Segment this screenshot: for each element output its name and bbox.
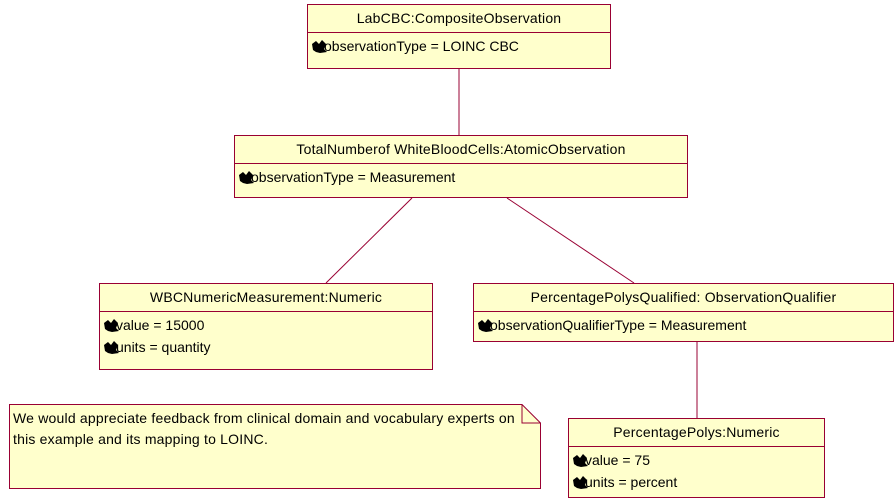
attribute-icon [478,319,493,332]
object-title: LabCBC:CompositeObservation [308,5,610,33]
attribute-icon [312,40,327,53]
attribute-row: value = 75 [571,449,824,471]
link-totalwbc-pctpolysqualified [506,197,635,284]
object-title: WBCNumericMeasurement:Numeric [100,284,432,312]
object-labcbc[interactable]: LabCBC:CompositeObservation observationT… [307,4,611,69]
attribute-icon [104,319,119,332]
object-pct-polys-qualified[interactable]: PercentagePolysQualified: ObservationQua… [473,283,894,342]
attribute-text: units = percent [585,474,678,490]
attribute-row: observationType = LOINC CBC [310,35,610,57]
note[interactable]: We would appreciate feedback from clinic… [9,404,541,489]
note-text: We would appreciate feedback from clinic… [13,410,515,447]
attribute-text: observationQualifierType = Measurement [490,317,747,333]
attribute-row: units = quantity [102,336,432,358]
attribute-icon [573,476,588,489]
attribute-row: value = 15000 [102,314,432,336]
attribute-text: observationType = LOINC CBC [324,38,519,54]
attribute-text: value = 15000 [116,317,205,333]
attribute-text: observationType = Measurement [251,169,456,185]
attribute-row: observationType = Measurement [237,166,687,188]
link-totalwbc-wbcnumeric [325,197,413,284]
attribute-text: value = 75 [585,452,650,468]
note-shape [9,404,541,489]
attribute-row: units = percent [571,471,824,493]
attribute-text: units = quantity [116,339,211,355]
attribute-icon [104,341,119,354]
object-pct-polys-numeric[interactable]: PercentagePolys:Numeric value = 75 units… [568,418,825,498]
attribute-icon [239,171,254,184]
object-title: TotalNumberof WhiteBloodCells:AtomicObse… [235,136,687,164]
object-title: PercentagePolysQualified: ObservationQua… [474,284,893,312]
object-total-wbc[interactable]: TotalNumberof WhiteBloodCells:AtomicObse… [234,135,688,198]
attribute-row: observationQualifierType = Measurement [476,314,893,336]
object-title: PercentagePolys:Numeric [569,419,824,447]
object-wbc-numeric[interactable]: WBCNumericMeasurement:Numeric value = 15… [99,283,433,370]
attribute-icon [573,454,588,467]
